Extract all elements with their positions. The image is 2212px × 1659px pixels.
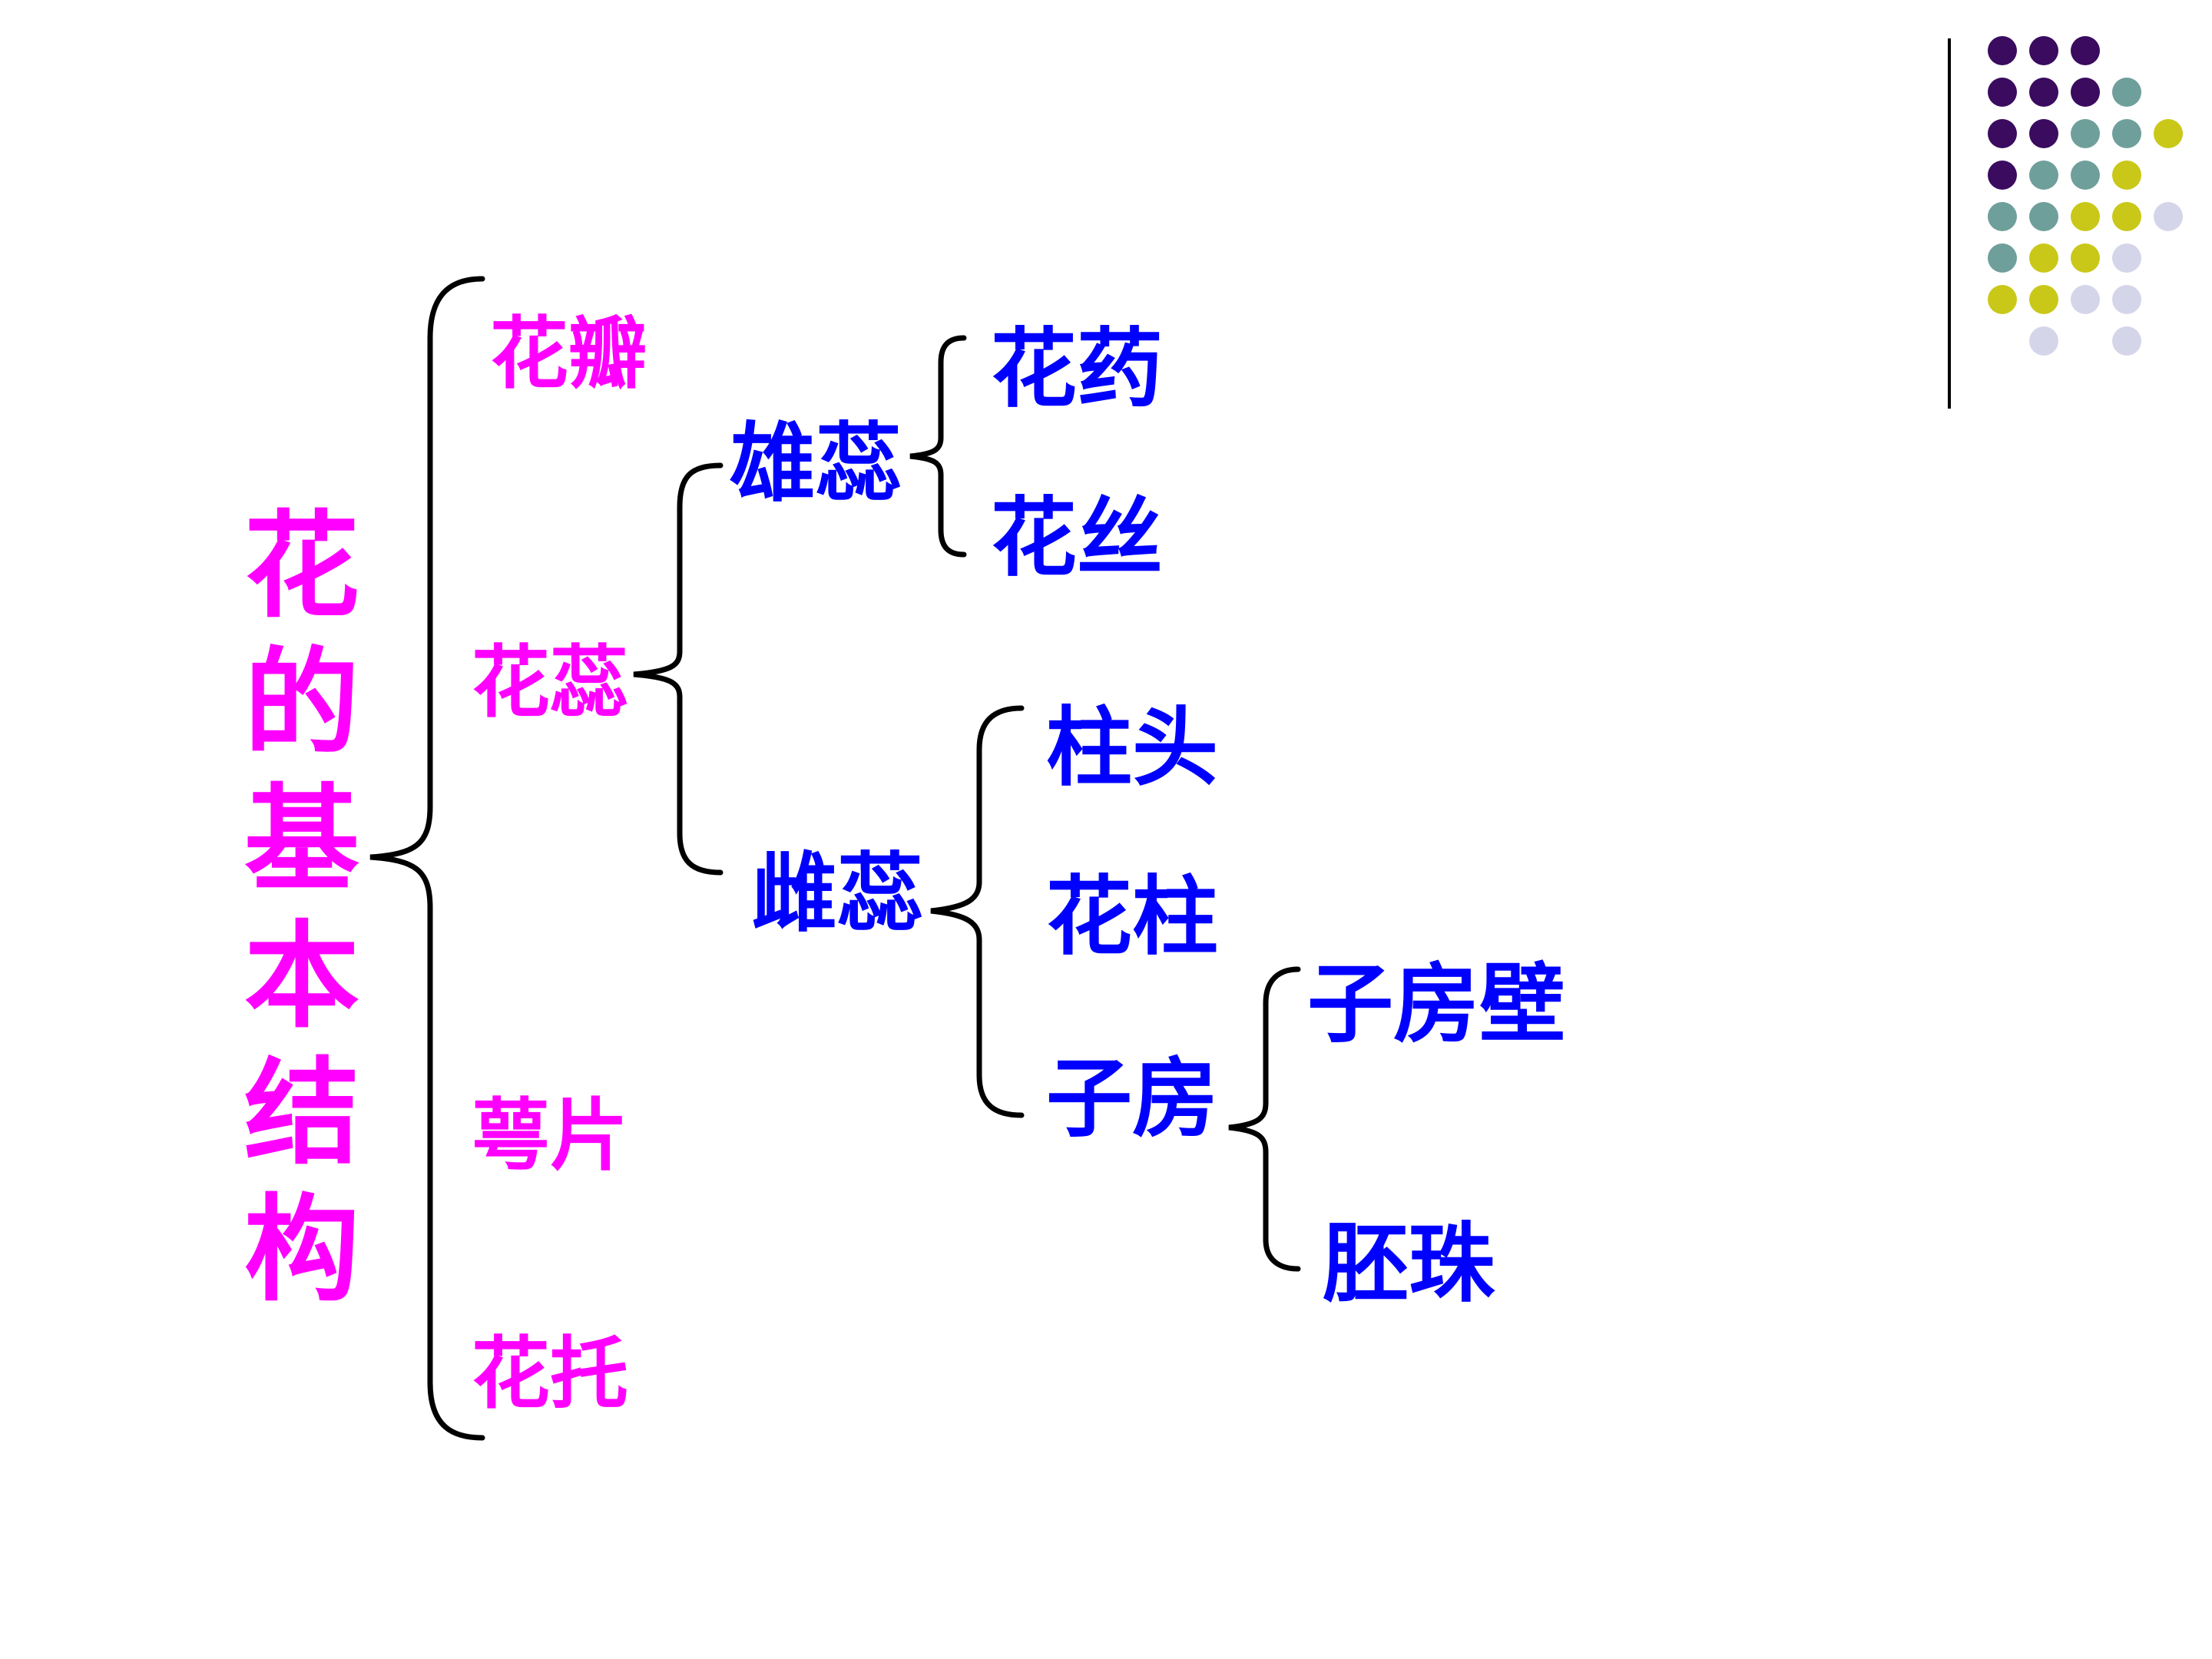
decorative-dot [2154,119,2183,148]
node-receptacle: 花托 [472,1328,628,1420]
decorative-dot [2029,161,2058,190]
decorative-dot [2071,285,2100,314]
decorative-dot [1988,119,2017,148]
node-filament: 花丝 [991,488,1163,588]
decorative-dot [1988,36,2017,65]
decorative-dot [2029,36,2058,65]
decorative-dot-grid [1988,36,2183,356]
decorative-dot [2112,161,2141,190]
brace-main [369,276,485,1441]
node-ovary-wall: 子房壁 [1307,954,1565,1055]
brace-stamen [909,335,967,558]
decorative-dot [2029,326,2058,356]
node-pistil: 雌蕊 [751,843,923,944]
decorative-dot [2112,285,2141,314]
node-sepal: 萼片 [472,1090,628,1182]
node-pistil-stamen: 花蕊 [472,637,628,729]
decorative-dot [2071,243,2100,273]
decorative-dot [2071,119,2100,148]
decorative-dot [1988,285,2017,314]
decorative-dot [2029,119,2058,148]
decorative-dot [2112,119,2141,148]
node-anther: 花药 [991,319,1163,419]
decorative-dot [2071,202,2100,231]
decorative-dot [2029,243,2058,273]
decorative-dot [2112,243,2141,273]
node-ovary: 子房 [1046,1048,1218,1149]
decorative-dot [1988,202,2017,231]
brace-pistil [930,705,1025,1118]
node-stigma: 柱头 [1046,697,1218,798]
decorative-dot [2029,202,2058,231]
decorative-dot [2112,326,2141,356]
diagram-title: 花 的 基 本 结 构 [244,498,360,1317]
brace-ovary [1228,966,1301,1272]
brace-pistil-stamen [633,462,724,876]
decorative-dot [2112,202,2141,231]
decorative-dot [1988,243,2017,273]
node-style: 花柱 [1046,866,1218,967]
decorative-dot [1988,161,2017,190]
node-stamen: 雄蕊 [730,413,902,514]
decorative-dot [2029,285,2058,314]
node-petal: 花瓣 [490,308,647,400]
decorative-dot [2071,36,2100,65]
decorative-dot [2071,78,2100,107]
decorative-dot [1988,78,2017,107]
decorative-dot [2029,78,2058,107]
decorative-dot [2071,161,2100,190]
decorative-dot [2112,78,2141,107]
node-ovule: 胚珠 [1323,1214,1495,1314]
decorative-dot [2154,202,2183,231]
